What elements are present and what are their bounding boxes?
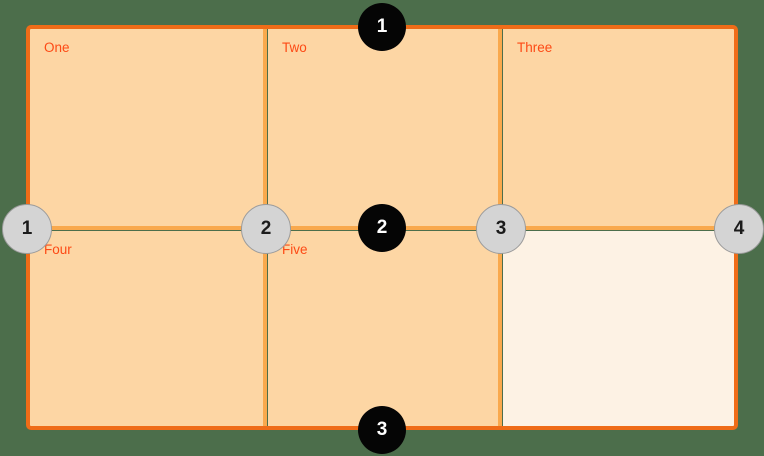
column-handle-label: 1 — [21, 218, 33, 239]
column-handle-label: 2 — [260, 218, 272, 239]
column-handle-2[interactable]: 2 — [241, 204, 291, 254]
row-handle-label: 2 — [376, 217, 388, 238]
row-handle-1[interactable]: 1 — [358, 3, 406, 51]
grid-cell-label: Four — [44, 242, 72, 257]
column-handle-1[interactable]: 1 — [2, 204, 52, 254]
grid-cell-label: Three — [517, 40, 553, 55]
row-handle-2[interactable]: 2 — [358, 204, 406, 252]
column-handle-4[interactable]: 4 — [714, 204, 764, 254]
grid-cell-four[interactable]: Four — [30, 231, 265, 428]
column-handle-3[interactable]: 3 — [476, 204, 526, 254]
row-handle-3[interactable]: 3 — [358, 406, 406, 454]
grid-cell-label: Two — [282, 40, 307, 55]
row-handle-label: 3 — [376, 419, 388, 440]
grid-cell-two[interactable]: Two — [268, 29, 500, 228]
grid-cell-label: One — [44, 40, 70, 55]
row-handle-label: 1 — [376, 16, 388, 37]
column-handle-label: 4 — [733, 218, 745, 239]
grid-cell-one[interactable]: One — [30, 29, 265, 228]
grid-cell-three[interactable]: Three — [503, 29, 734, 228]
grid-cell-label: Five — [282, 242, 308, 257]
grid-cell-five[interactable]: Five — [268, 231, 500, 428]
grid-cell-six-empty[interactable] — [503, 231, 734, 428]
column-handle-label: 3 — [495, 218, 507, 239]
